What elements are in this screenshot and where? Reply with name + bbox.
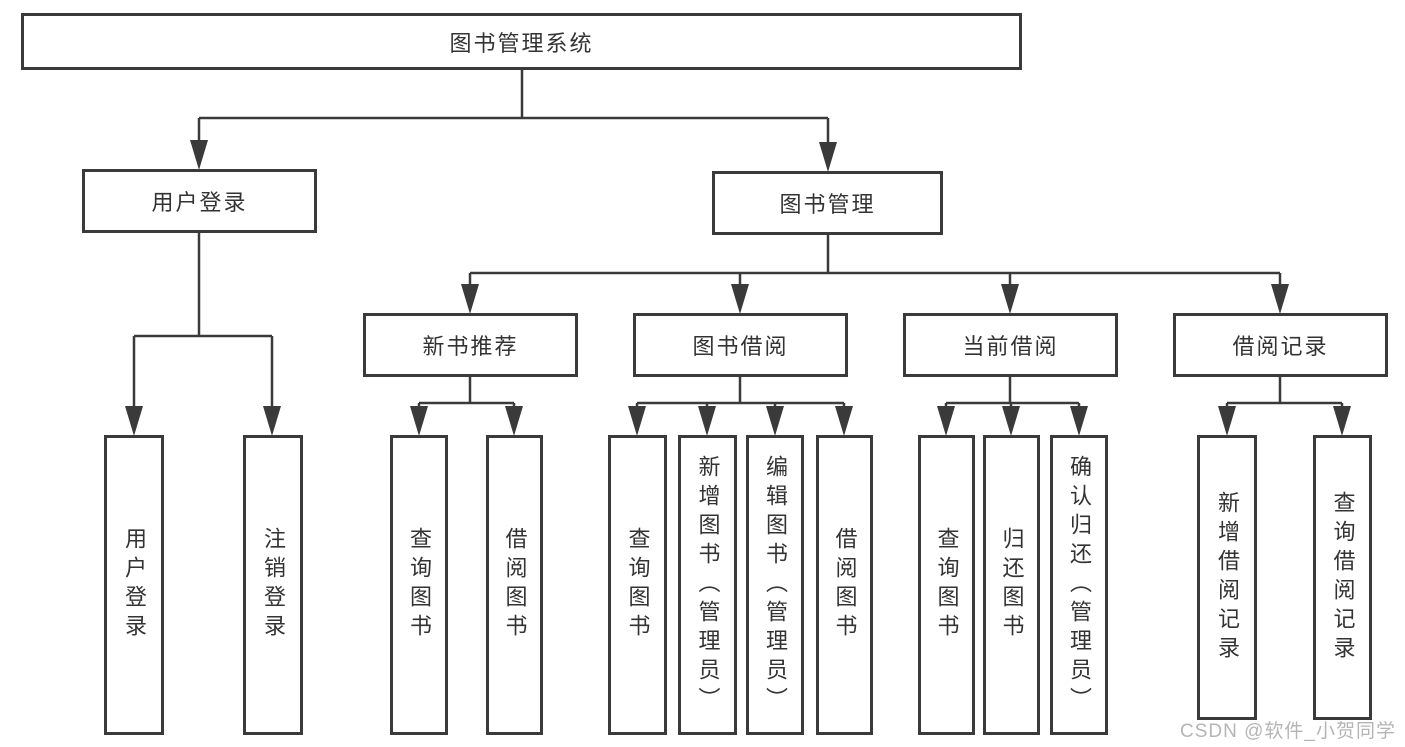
node-new-book-recommend-label: 新书推荐 <box>422 334 519 359</box>
node-book-borrow-label: 图书借阅 <box>692 334 789 359</box>
leaf-user-login: 用户登录 <box>104 435 164 735</box>
leaf-return-book-label: 归还图书 <box>999 527 1025 643</box>
node-current-borrow-label: 当前借阅 <box>962 334 1059 359</box>
leaf-logout-label: 注销登录 <box>261 527 286 643</box>
leaf-confirm-return-admin: 确认归还（管理员） <box>1050 435 1108 735</box>
node-root: 图书管理系统 <box>21 13 1022 70</box>
leaf-current-query-book: 查询图书 <box>918 435 975 735</box>
leaf-recommend-query-book: 查询图书 <box>390 435 448 735</box>
leaf-edit-book-admin: 编辑图书（管理员） <box>746 435 804 735</box>
leaf-confirm-return-admin-label: 确认归还（管理员） <box>1067 454 1092 716</box>
leaf-query-borrow-record: 查询借阅记录 <box>1313 435 1372 720</box>
leaf-user-login-label: 用户登录 <box>122 527 147 643</box>
leaf-add-book-admin: 新增图书（管理员） <box>678 435 737 735</box>
leaf-logout: 注销登录 <box>243 435 303 735</box>
watermark: CSDN @软件_小贺同学 <box>1180 721 1396 742</box>
leaf-borrow-query-book-label: 查询图书 <box>625 527 651 643</box>
leaf-recommend-borrow-book-label: 借阅图书 <box>502 527 528 643</box>
leaf-add-borrow-record-label: 新增借阅记录 <box>1215 490 1240 665</box>
node-user-login-label: 用户登录 <box>151 190 248 215</box>
leaf-borrow-query-book: 查询图书 <box>608 435 667 735</box>
node-new-book-recommend: 新书推荐 <box>363 313 578 377</box>
leaf-return-book: 归还图书 <box>983 435 1040 735</box>
node-borrow-record-label: 借阅记录 <box>1232 334 1329 359</box>
leaf-borrow-book: 借阅图书 <box>816 435 873 735</box>
node-book-management: 图书管理 <box>712 171 943 235</box>
leaf-borrow-book-label: 借阅图书 <box>832 527 858 643</box>
leaf-edit-book-admin-label: 编辑图书（管理员） <box>763 454 788 716</box>
leaf-add-borrow-record: 新增借阅记录 <box>1197 435 1257 720</box>
node-borrow-record: 借阅记录 <box>1173 313 1388 377</box>
leaf-recommend-query-book-label: 查询图书 <box>407 527 432 643</box>
node-root-label: 图书管理系统 <box>449 30 594 56</box>
leaf-current-query-book-label: 查询图书 <box>934 527 960 643</box>
leaf-add-book-admin-label: 新增图书（管理员） <box>695 454 721 716</box>
node-book-borrow: 图书借阅 <box>633 313 848 377</box>
leaf-recommend-borrow-book: 借阅图书 <box>486 435 543 735</box>
node-user-login: 用户登录 <box>82 169 317 233</box>
leaf-query-borrow-record-label: 查询借阅记录 <box>1330 490 1356 665</box>
node-book-management-label: 图书管理 <box>779 192 876 217</box>
node-current-borrow: 当前借阅 <box>903 313 1118 377</box>
